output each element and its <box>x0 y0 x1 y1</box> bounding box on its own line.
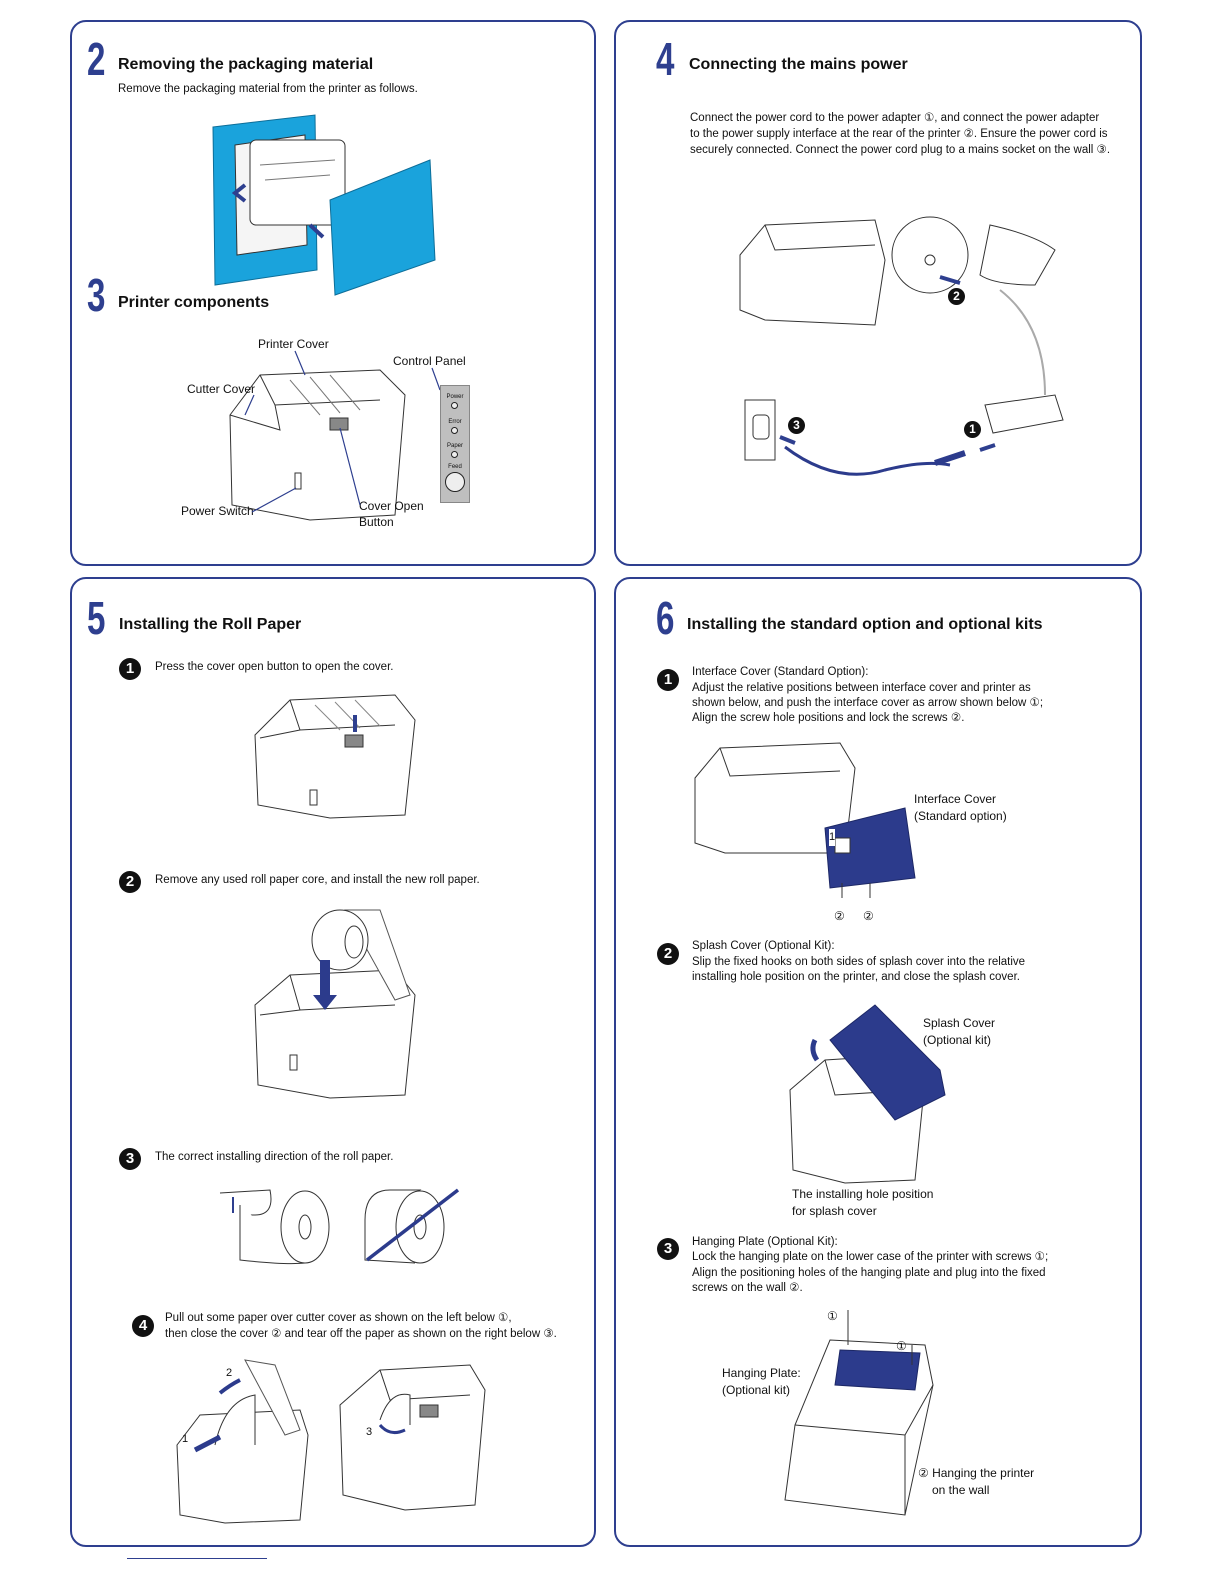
callout-2: 2 <box>226 1367 233 1379</box>
label-hanging-printer: ② Hanging the printer <box>918 1466 1035 1480</box>
label-power-switch: Power Switch <box>181 504 254 518</box>
callout-1: 1 <box>182 1433 189 1445</box>
section-title-roll-paper: Installing the Roll Paper <box>119 616 302 633</box>
packaging-illustration <box>212 114 436 296</box>
splash-cover-line-2: Slip the fixed hooks on both sides of sp… <box>692 956 1026 968</box>
section-title-components: Printer components <box>118 294 270 311</box>
label-printer-cover: Printer Cover <box>258 337 329 351</box>
label-splash-optional-kit: (Optional kit) <box>923 1033 992 1047</box>
splash-cover-line-3: installing hole position on the printer,… <box>692 971 1020 983</box>
hanging-plate-line-1: Hanging Plate (Optional Kit): <box>692 1236 838 1248</box>
step-1-icon: 1 <box>657 669 679 691</box>
interface-cover-line-3: shown below, and push the interface cove… <box>692 697 1044 709</box>
label-installing-hole-2: for splash cover <box>792 1204 877 1218</box>
label-hanging-plate-kit: (Optional kit) <box>722 1383 791 1397</box>
marker-1-icon: 1 <box>964 421 981 438</box>
roll-paper-step-3-text: The correct installing direction of the … <box>155 1151 394 1163</box>
control-panel-diagram: Power Error Paper Feed <box>440 385 470 503</box>
feed-button-icon <box>445 472 465 492</box>
paper-led-icon <box>451 451 458 458</box>
interface-cover-illustration <box>694 742 916 898</box>
pull-paper-illustration <box>176 1359 486 1524</box>
hanging-plate-line-4: screws on the wall ②. <box>692 1282 803 1294</box>
splash-cover-line-1: Splash Cover (Optional Kit): <box>692 940 835 952</box>
control-panel-feed-label: Feed <box>448 464 462 470</box>
roll-paper-step-1-text: Press the cover open button to open the … <box>155 661 394 673</box>
label-cover-open: Cover Open <box>359 499 424 513</box>
roll-direction-illustration <box>219 1188 460 1265</box>
printer-components-illustration <box>229 369 406 521</box>
interface-mark-2a: ② <box>834 909 845 923</box>
label-interface-cover: Interface Cover <box>914 792 997 806</box>
marker-3-icon: 3 <box>788 417 805 434</box>
install-roll-illustration <box>254 909 416 1099</box>
press-cover-illustration <box>254 694 416 819</box>
interface-mark-2b: ② <box>863 909 874 923</box>
footer-rule <box>127 1558 267 1559</box>
interface-cover-line-2: Adjust the relative positions between in… <box>692 682 1031 694</box>
power-connection-illustration <box>739 216 1064 476</box>
step-4-icon: 4 <box>132 1315 154 1337</box>
control-panel-error-label: Error <box>448 419 462 425</box>
section-number-3: 3 <box>87 269 106 321</box>
section-title-packaging: Removing the packaging material <box>118 56 374 73</box>
interface-mark-1: 1 <box>829 829 836 846</box>
hanging-plate-line-2: Lock the hanging plate on the lower case… <box>692 1251 1049 1263</box>
step-3-icon: 3 <box>119 1148 141 1170</box>
interface-cover-line-1: Interface Cover (Standard Option): <box>692 666 869 678</box>
marker-2-icon: 2 <box>948 288 965 305</box>
callout-3: 3 <box>366 1426 373 1438</box>
plate-screw-mark-1: ① <box>827 1309 838 1323</box>
label-installing-hole: The installing hole position <box>792 1187 934 1201</box>
splash-cover-illustration <box>789 1004 946 1184</box>
hanging-plate-line-3: Align the positioning holes of the hangi… <box>692 1267 1046 1279</box>
label-cutter-cover: Cutter Cover <box>187 382 256 396</box>
power-led-icon <box>451 402 458 409</box>
mains-power-line-1: Connect the power cord to the power adap… <box>690 112 1100 124</box>
mains-power-line-3: securely connected. Connect the power co… <box>690 144 1111 156</box>
label-standard-option: (Standard option) <box>914 809 1007 823</box>
step-3-icon: 3 <box>657 1238 679 1260</box>
label-hanging-plate: Hanging Plate: <box>722 1366 801 1380</box>
section-title-mains-power: Connecting the mains power <box>689 56 908 73</box>
error-led-icon <box>451 427 458 434</box>
control-panel-power-label: Power <box>446 394 464 400</box>
plate-screw-mark-2: ① <box>896 1339 907 1353</box>
component-leader-lines <box>244 350 441 513</box>
packaging-description: Remove the packaging material from the p… <box>118 83 418 95</box>
label-cover-open-button: Button <box>359 515 394 529</box>
label-control-panel: Control Panel <box>393 354 466 368</box>
mains-power-line-2: to the power supply interface at the rea… <box>690 128 1108 140</box>
section-number-4: 4 <box>656 33 675 85</box>
section-number-6: 6 <box>656 592 675 644</box>
control-panel-paper-label: Paper <box>446 443 463 449</box>
roll-paper-step-4-text-2: then close the cover ② and tear off the … <box>165 1328 557 1340</box>
step-2-icon: 2 <box>657 943 679 965</box>
roll-paper-step-4-text-1: Pull out some paper over cutter cover as… <box>165 1312 512 1324</box>
roll-paper-step-2-text: Remove any used roll paper core, and ins… <box>155 874 480 886</box>
interface-cover-line-4: Align the screw hole positions and lock … <box>692 712 965 724</box>
step-1-icon: 1 <box>119 658 141 680</box>
hanging-plate-illustration <box>784 1310 934 1516</box>
section-number-5: 5 <box>87 592 106 644</box>
section-number-2: 2 <box>87 33 106 85</box>
section-title-optional-kits: Installing the standard option and optio… <box>687 616 1043 633</box>
label-on-the-wall: on the wall <box>932 1483 990 1497</box>
label-splash-cover: Splash Cover <box>923 1016 996 1030</box>
step-2-icon: 2 <box>119 871 141 893</box>
